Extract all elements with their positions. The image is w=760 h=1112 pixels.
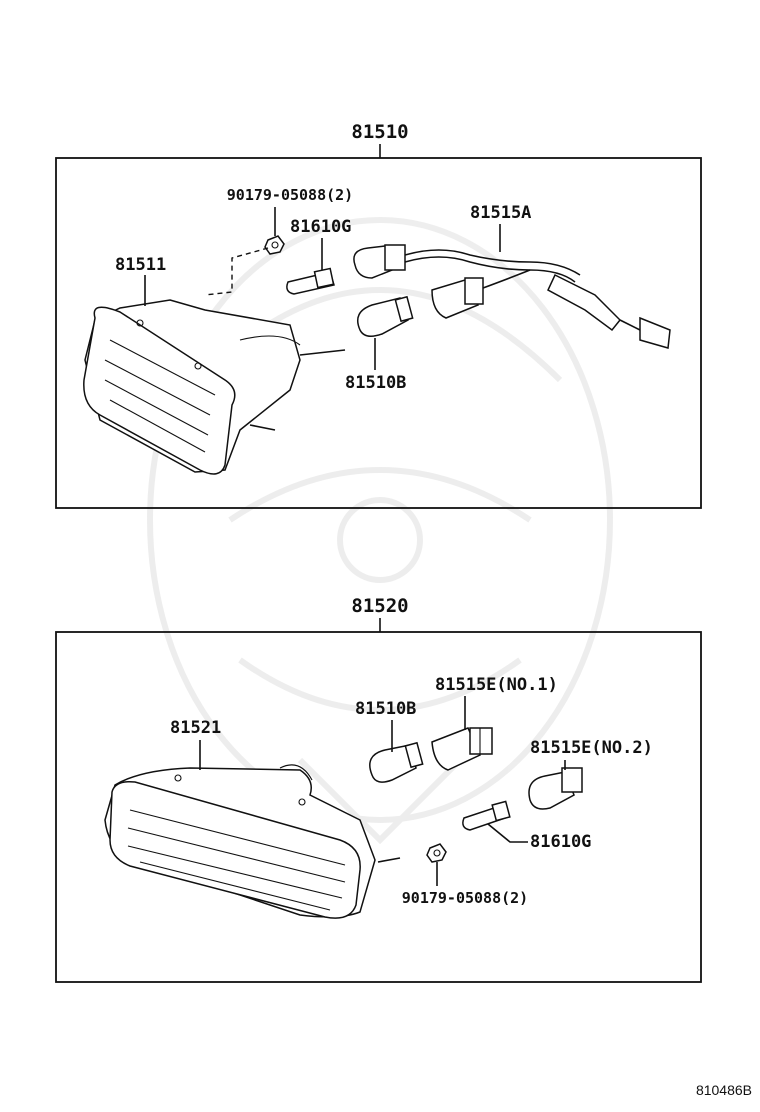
part-label-bulb: 81510B bbox=[355, 699, 416, 719]
side-marker-housing bbox=[104, 764, 401, 919]
socket-wire-icon bbox=[353, 244, 671, 349]
part-label-housing: 81511 bbox=[115, 255, 166, 275]
part-label-socket-no1: 81515E(NO.1) bbox=[435, 675, 558, 695]
part-label-nut: 90179-05088(2) bbox=[402, 889, 528, 907]
bulb-icon bbox=[357, 295, 414, 337]
socket-no1-icon bbox=[431, 727, 493, 771]
assembly-number-label: 81520 bbox=[351, 595, 408, 617]
wedge-bulb-icon bbox=[462, 800, 511, 831]
part-label-wedge-bulb: 81610G bbox=[290, 217, 351, 237]
part-label-socket-wire: 81515A bbox=[470, 203, 531, 223]
wedge-bulb-icon bbox=[286, 267, 335, 295]
assembly-frame bbox=[55, 157, 702, 509]
watermark-emblem bbox=[147, 217, 613, 845]
part-label-socket-no2: 81515E(NO.2) bbox=[530, 738, 653, 758]
nut-icon bbox=[264, 235, 285, 255]
socket-no2-icon bbox=[528, 760, 583, 810]
bulb-icon bbox=[369, 741, 424, 783]
part-label-wedge-bulb: 81610G bbox=[530, 832, 591, 852]
assembly-81520: 81520 81521 81510B bbox=[55, 595, 702, 983]
part-label-nut: 90179-05088(2) bbox=[227, 186, 353, 204]
nut-icon bbox=[426, 843, 447, 863]
part-label-bulb: 81510B bbox=[345, 373, 406, 393]
assembly-frame bbox=[55, 631, 702, 983]
part-label-housing: 81521 bbox=[170, 718, 221, 738]
side-marker-housing bbox=[83, 299, 346, 475]
illustration-code: 810486B bbox=[695, 1082, 752, 1098]
assembly-81510: 81510 81511 90179-05088(2) bbox=[55, 121, 702, 509]
assembly-number-label: 81510 bbox=[351, 121, 408, 143]
